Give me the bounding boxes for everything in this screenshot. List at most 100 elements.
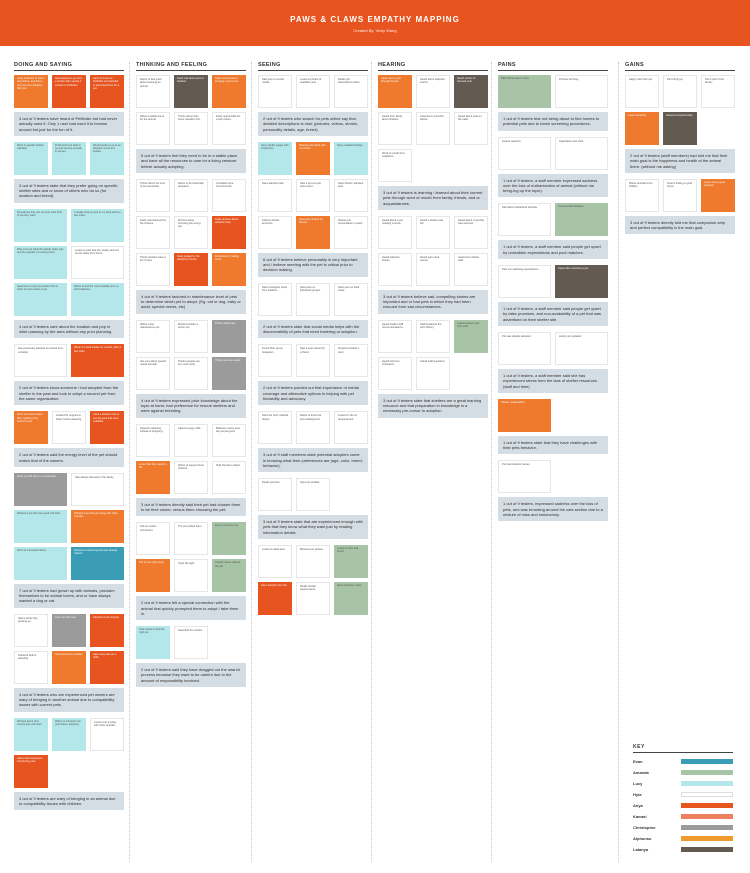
column-divider <box>491 62 492 862</box>
sticky-note: Had adopted a pet from a shelter after s… <box>52 75 86 108</box>
sticky-note-group: Sees adoption ads.Saw a pet at a pet sto… <box>258 178 368 249</box>
insight-summary: 4 out of 9 testers care about the locati… <box>14 319 124 339</box>
sticky-note-group: Word of mouth from neighbors. <box>378 149 488 182</box>
sticky-note-group: Feared rejection.Application was strict. <box>498 136 608 170</box>
sticky-note: Pet has behavior issues. <box>498 460 551 494</box>
sticky-note: Asked staff questions. <box>416 356 450 390</box>
sticky-note: Searches for pets by location first in o… <box>14 282 67 316</box>
sticky-note: Happy with their pet. <box>625 75 659 108</box>
sticky-note: Sees shelter pages with limited info. <box>258 141 292 175</box>
key-item: Lucy <box>633 778 733 789</box>
sticky-note: Sees adoption ads. <box>258 178 292 212</box>
insight-summary: 3 out of 9 staff members state potential… <box>258 448 368 473</box>
sticky-note: Wants to be financially prepared. <box>174 178 208 212</box>
sticky-note: Feels excited about bringing a pet home. <box>212 75 246 108</box>
sticky-note: Was not sure what the shelter really was… <box>14 245 67 279</box>
sticky-note-group: Wants animals to be healthy.Goal is find… <box>625 178 735 212</box>
sticky-note-group: Went to specific shelter websites.Prefer… <box>14 141 124 175</box>
insight-summary: 1 out of 9 testers, a staff member said … <box>498 302 608 326</box>
key-item-name: Hyla <box>633 792 642 797</box>
sticky-note: Thinks puppies are too much work. <box>174 356 208 390</box>
sticky-note: Sees adoption fee info. <box>258 582 292 616</box>
sticky-note: Has always had pets in the family. <box>71 472 124 506</box>
sticky-note: Has previously adopted an animal from a … <box>14 344 67 378</box>
page-title: PAWS & CLAWS EMPATHY MAPPING <box>290 15 460 24</box>
sticky-note-group: Has previously adopted an animal from a … <box>14 344 124 378</box>
sticky-note: Had not heard of Petfinder and decided t… <box>90 75 124 108</box>
insight-summary: 1 out of 9 testers, a staff member expre… <box>498 173 608 198</box>
sticky-note: Current pet is picky with other animals. <box>90 717 124 751</box>
sticky-note: Thinks about their home situation first. <box>174 112 208 145</box>
sticky-note: Noticed pets listed with no photos. <box>296 141 330 175</box>
sticky-note: Looks up pets that are nearby and not to… <box>71 245 124 279</box>
sticky-note: Sometimes they are not sure what kind of… <box>14 208 67 242</box>
sticky-note: Wanted a pet that was good with kids. <box>14 509 67 543</box>
key-item-name: Christopher <box>633 825 656 830</box>
sticky-note: Went to a local shelter on a whim, after… <box>71 344 124 378</box>
sticky-note-group: Went to a local shelter after realizing … <box>14 411 124 445</box>
sticky-note: Sees pets on Facebook groups. <box>296 282 330 316</box>
sticky-note: Reads pet bios. <box>258 478 292 512</box>
sticky-note: Wanted a pet that got along with other a… <box>71 509 124 543</box>
sticky-note: Wants a low maintenance pet. <box>136 319 170 353</box>
sticky-note: Would prefer to go to an adoption event … <box>90 141 124 175</box>
header-banner: PAWS & CLAWS EMPATHY MAPPING Created By:… <box>0 0 750 46</box>
sticky-note: Sees pet profiles. <box>296 478 330 512</box>
column-title: HEARING <box>378 62 488 71</box>
sticky-note: Saw pets on social media. <box>258 75 292 108</box>
sticky-note: Saw a pet at a pet store event. <box>296 178 330 212</box>
insight-summary: 5 out of 9 testers feel they need to be … <box>136 149 246 173</box>
sticky-note: Feels judged by the adoption process. <box>174 252 208 286</box>
sticky-note-group: Sees Instagram posts from shelters.Sees … <box>258 282 368 316</box>
sticky-note-group: Sometimes they are not sure what kind of… <box>14 208 124 316</box>
sticky-note: Thinks cats are easier. <box>212 356 246 390</box>
sticky-note-group: Heard about a pet needing a home.Heard a… <box>378 215 488 286</box>
sticky-note: Upset after returning a pet. <box>555 265 608 299</box>
sticky-note: Went to a breeder before. <box>14 546 67 580</box>
column-title: THINKING AND FEELING <box>136 62 246 71</box>
sticky-note: Looks at photos of available pets. <box>296 75 330 108</box>
sticky-note: Application was strict. <box>555 136 608 170</box>
sticky-note: Viewed a shelter's story. <box>334 344 368 378</box>
insight-summary: 3 out of 9 testers directly said their p… <box>136 497 246 517</box>
sticky-note: Fostered before adopting. <box>14 650 48 684</box>
sticky-note: Looks for adult pets. <box>258 545 292 579</box>
sticky-note: Searched for months. <box>174 626 208 660</box>
sticky-note: Thinks shelters have a lot of rules. <box>136 252 170 286</box>
key-color-swatch <box>681 770 733 775</box>
sticky-note-group: Looks for adult pets.Browses pet photos.… <box>258 545 368 616</box>
key-item: Evan <box>633 756 733 767</box>
insight-summary: 4 out of 9 testers factored in maintenan… <box>136 289 246 314</box>
insight-summary: 3 out of 9 testers state that are experi… <box>258 515 368 540</box>
sticky-note: Looks for size and breed. <box>334 545 368 579</box>
insight-summary: 2 out of 9 testers said they have dragge… <box>136 663 246 688</box>
key-color-swatch <box>681 836 733 841</box>
sticky-note: Heard from family about shelters. <box>378 112 412 145</box>
sticky-note: Heard tips from volunteers. <box>378 356 412 390</box>
insight-summary: 3 out of 9 testers state that shelters a… <box>378 393 488 418</box>
sticky-note: Heard about adoption events. <box>416 75 450 108</box>
sticky-note: Wants to introduce the pets before adopt… <box>52 717 86 751</box>
key-color-swatch <box>681 814 733 819</box>
sticky-note: Listing not updated. <box>555 331 608 365</box>
key-item-name: Latanya <box>633 847 649 852</box>
sticky-note-group: Worried about how current pets will reac… <box>14 717 124 788</box>
sticky-note: Feels responsible for a pet's future. <box>212 112 246 145</box>
page-subtitle: Created By: Vicky Wang <box>353 28 397 33</box>
column-divider <box>129 62 130 862</box>
key-color-swatch <box>681 792 733 797</box>
sticky-note: Staff explained the pet's history. <box>416 319 450 353</box>
insight-summary: 3 out of 9 testers state that they prefe… <box>14 178 124 203</box>
sticky-note: Sees Instagram posts from shelters. <box>258 282 292 316</box>
sticky-note: Not sure about special needs animals. <box>136 356 170 390</box>
sticky-note: Heard about a pet that was returned. <box>454 215 488 249</box>
key-item-name: Amanda <box>633 770 649 775</box>
key-item-name: Lucy <box>633 781 643 786</box>
sticky-note-group: Heard shelter staff recommendations.Staf… <box>378 319 488 390</box>
insight-summary: 2 out of 9 testers pointed out that impo… <box>258 381 368 406</box>
